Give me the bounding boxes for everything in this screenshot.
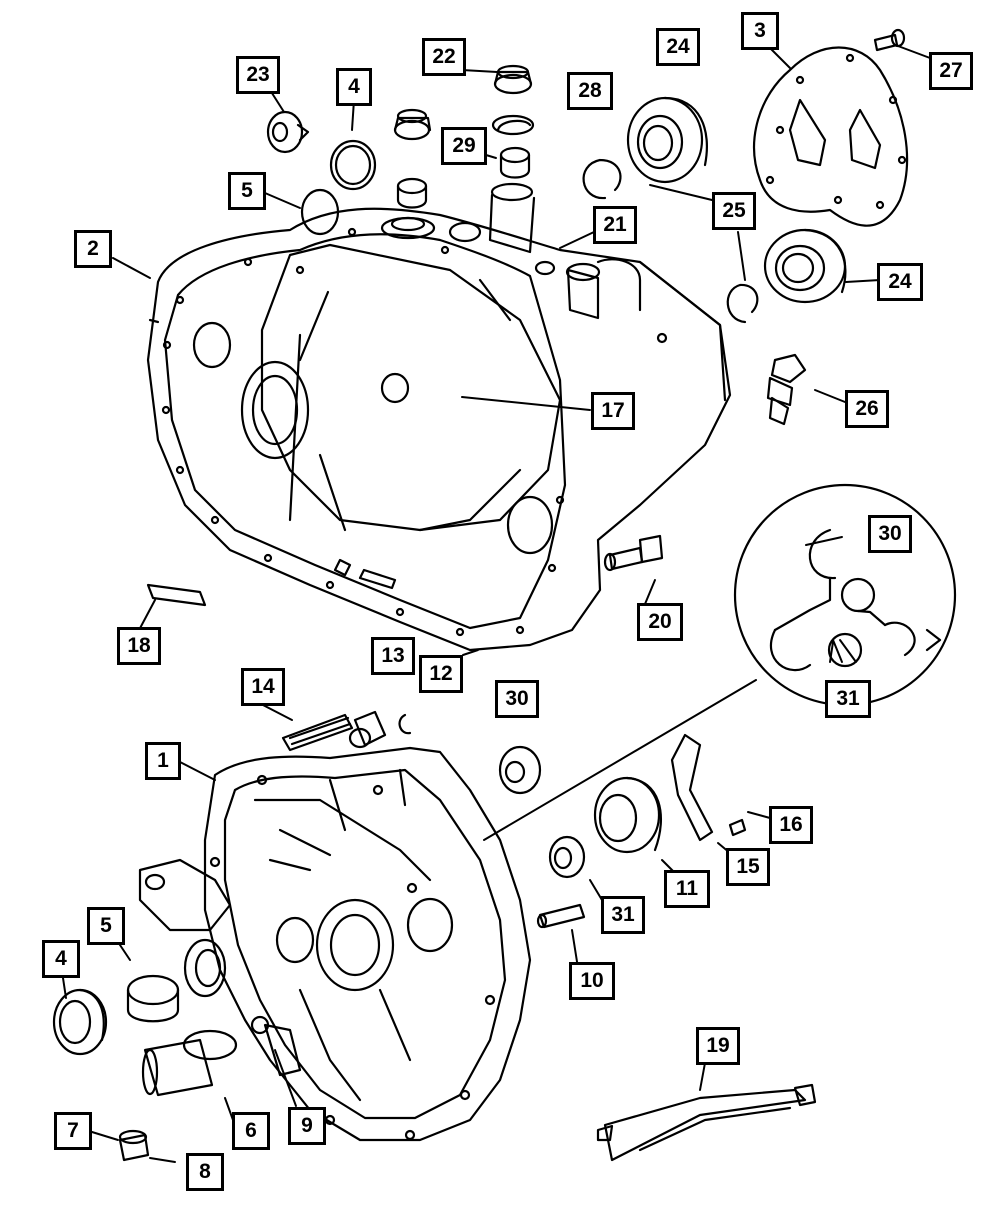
callout-31-lower: 31 [601, 896, 645, 934]
callout-4-lower: 4 [42, 940, 80, 978]
callout-3: 3 [741, 12, 779, 50]
screw-27 [873, 28, 906, 52]
callout-8: 8 [186, 1153, 224, 1191]
detail-circle [733, 483, 957, 707]
callout-30-lower: 30 [495, 680, 539, 718]
callout-7: 7 [54, 1112, 92, 1150]
clutch-housing-lower [138, 746, 532, 1142]
callout-24-upper: 24 [656, 28, 700, 66]
callout-15: 15 [726, 848, 770, 886]
callout-29: 29 [441, 127, 487, 165]
callout-17: 17 [591, 392, 635, 430]
callout-5-upper: 5 [228, 172, 266, 210]
callout-26: 26 [845, 390, 889, 428]
callout-31-detail: 31 [825, 680, 871, 718]
callout-11: 11 [664, 870, 710, 908]
small-parts-top [266, 64, 535, 209]
small-parts-lower [52, 710, 817, 1162]
callout-13: 13 [371, 637, 415, 675]
callout-24-lower: 24 [877, 263, 923, 301]
callout-1: 1 [145, 742, 181, 780]
callout-12: 12 [419, 655, 463, 693]
callout-30-detail: 30 [868, 515, 912, 553]
callout-22: 22 [422, 38, 466, 76]
callout-16: 16 [769, 806, 813, 844]
callout-10: 10 [569, 962, 615, 1000]
callout-19: 19 [696, 1027, 740, 1065]
bolt-20 [603, 534, 664, 572]
transaxle-case-upper [146, 182, 732, 652]
callout-14: 14 [241, 668, 285, 706]
callout-5-lower: 5 [87, 907, 125, 945]
bearings-upper [582, 96, 847, 324]
shim-18 [146, 583, 207, 607]
callout-21: 21 [593, 206, 637, 244]
plate-3 [753, 46, 909, 227]
callout-6: 6 [232, 1112, 270, 1150]
callout-27: 27 [929, 52, 973, 90]
callout-28: 28 [567, 72, 613, 110]
sensor-26 [766, 353, 807, 426]
callout-23: 23 [236, 56, 280, 94]
callout-4-upper: 4 [336, 68, 372, 106]
callout-2: 2 [74, 230, 112, 268]
callout-18: 18 [117, 627, 161, 665]
callout-9: 9 [288, 1107, 326, 1145]
callout-20: 20 [637, 603, 683, 641]
callout-25: 25 [712, 192, 756, 230]
